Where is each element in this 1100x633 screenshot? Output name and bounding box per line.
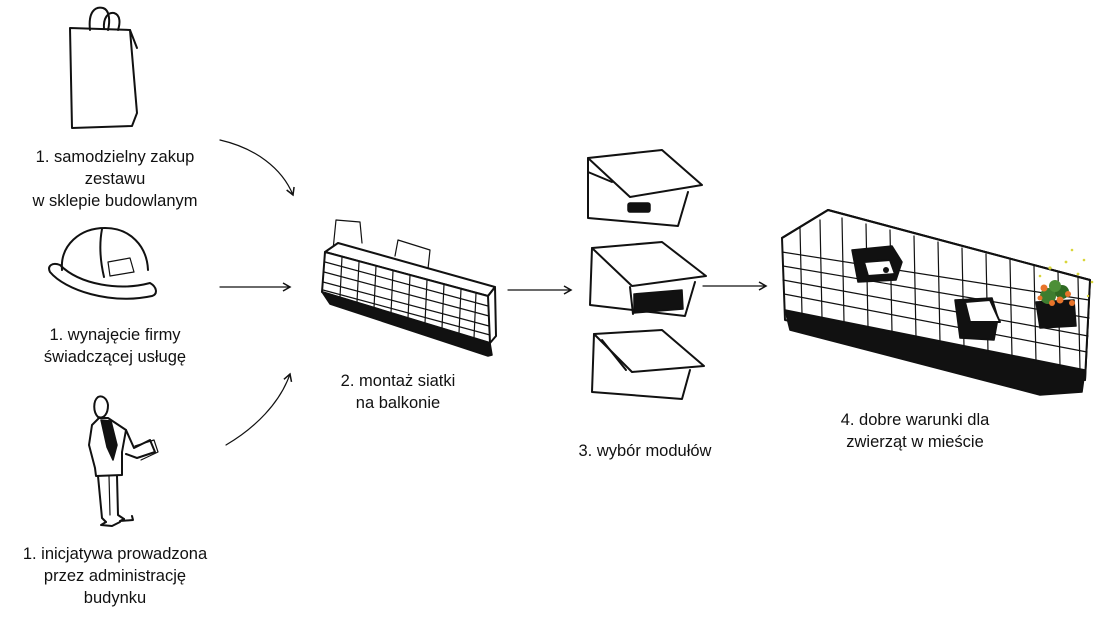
step-2-label: 2. montaż siatki na balkonie: [340, 372, 456, 412]
shopping-bag-icon: [69, 6, 138, 129]
start-option-1-label: 1. samodzielny zakup zestawu w sklepie b…: [32, 148, 198, 210]
arrow-3: [225, 372, 293, 446]
nest-modules-icon: [587, 149, 707, 400]
start-option-2-label: 1. wynajęcie firmy świadczącej usługę: [43, 326, 187, 366]
start-option-3-label: 1. inicjatywa prowadzona przez administr…: [22, 545, 208, 607]
step-3-label: 3. wybór modułów: [578, 442, 712, 460]
balcony-mesh-icon: [321, 219, 497, 357]
administrator-person-icon: [88, 395, 159, 527]
hard-hat-icon: [48, 227, 157, 300]
balcony-with-modules-icon: [781, 209, 1094, 396]
step-4-label: 4. dobre warunki dla zwierząt w mieście: [840, 411, 990, 451]
arrow-1: [219, 139, 295, 197]
